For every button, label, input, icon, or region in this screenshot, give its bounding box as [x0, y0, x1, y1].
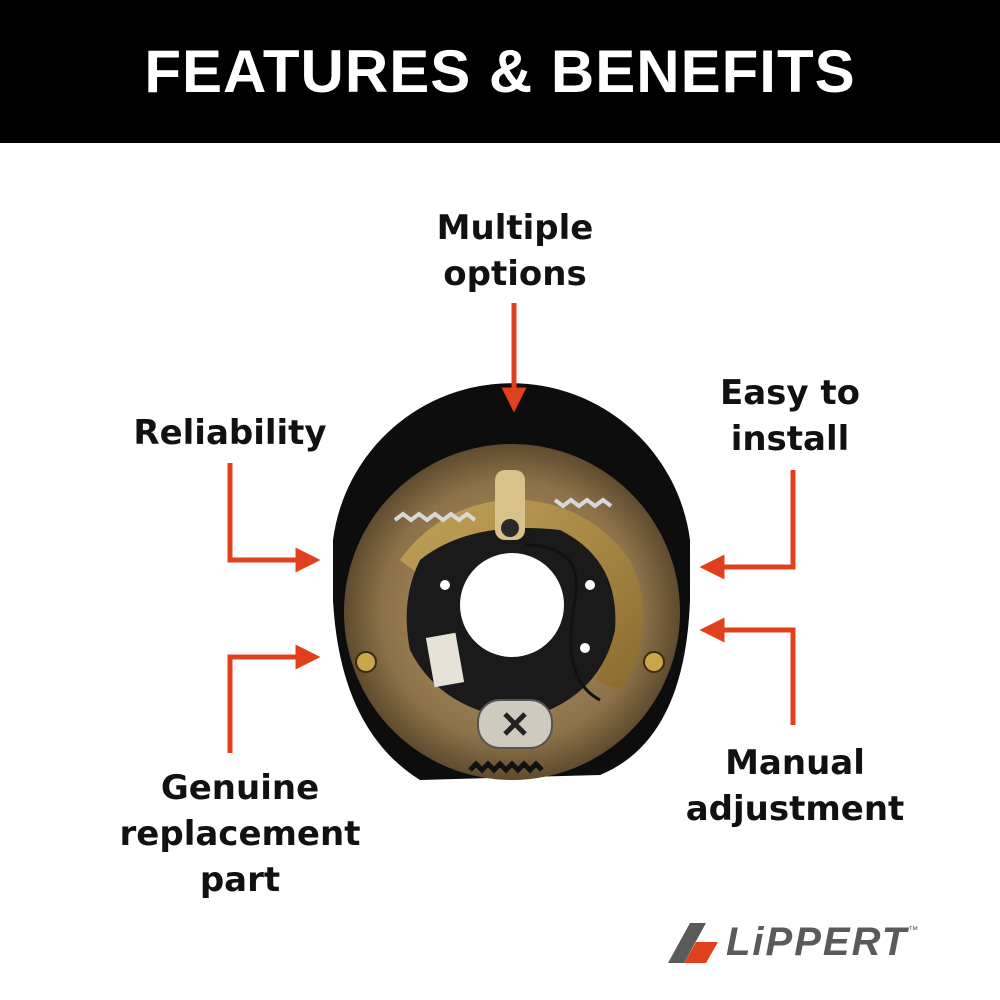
trademark-symbol: ™ [908, 925, 919, 936]
feature-text: Easy to [719, 373, 861, 413]
magnet-wire [524, 543, 601, 702]
bolt-hole [440, 580, 450, 590]
brand-name: LiPPERT [726, 920, 909, 964]
return-spring-left [393, 511, 477, 523]
feature-text: install [730, 419, 850, 459]
return-spring-right [553, 497, 613, 509]
bolt-hole [580, 643, 590, 653]
page-title: FEATURES & BENEFITS [144, 38, 856, 105]
hub-hole [460, 553, 564, 657]
header-banner: FEATURES & BENEFITS [0, 0, 1000, 143]
feature-reliability: Reliability [110, 410, 350, 456]
bottom-spring [468, 760, 544, 774]
arrow-left-lower [227, 644, 321, 753]
arrow-left-upper [227, 463, 321, 573]
feature-text: Manual [725, 743, 865, 783]
adjuster-pin [501, 519, 519, 537]
adjuster-bracket [495, 470, 525, 540]
lippert-logo: LiPPERT ™ [660, 915, 960, 970]
hold-down-nut-left [355, 651, 377, 673]
feature-manual-adjustment: Manual adjustment [660, 740, 930, 832]
arrow-right-upper [699, 470, 796, 580]
feature-multiple-options: Multiple options [400, 205, 630, 297]
feature-text: options [443, 254, 587, 294]
feature-easy-to-install: Easy to install [690, 370, 890, 462]
feature-genuine-replacement-part: Genuine replacement part [90, 765, 390, 903]
magnet-cross [503, 712, 527, 736]
part-label-sticker [425, 632, 465, 688]
feature-text: Reliability [133, 413, 327, 453]
arrow-right-lower [699, 617, 796, 725]
feature-text: replacement [119, 814, 361, 854]
hold-down-nut-right [643, 651, 665, 673]
feature-text: Multiple [436, 208, 594, 248]
feature-text: adjustment [685, 789, 905, 829]
feature-text: part [199, 860, 281, 900]
feature-text: Genuine [160, 768, 320, 808]
bolt-hole [585, 580, 595, 590]
lippert-mark-icon [668, 922, 718, 963]
